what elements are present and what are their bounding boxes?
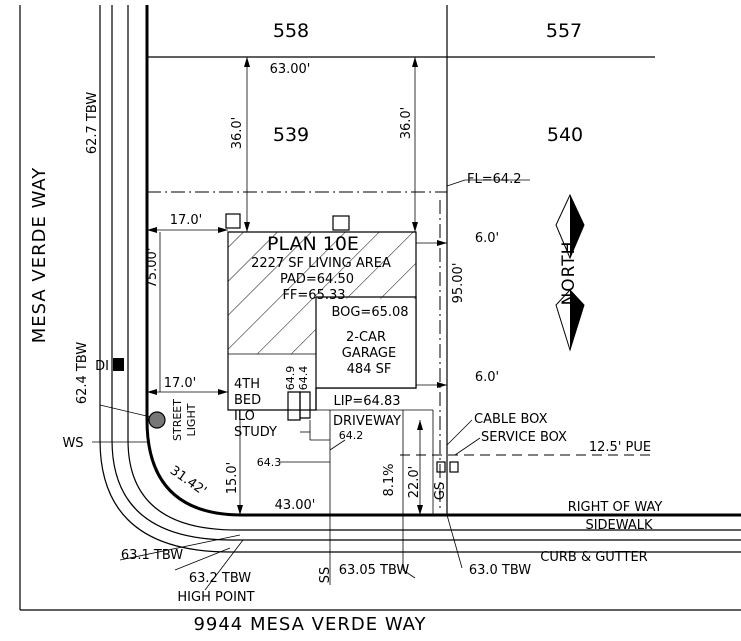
sidewalk-label: SIDEWALK: [585, 518, 653, 533]
drain-inlet-icon: [113, 358, 124, 371]
service-box-label: SERVICE BOX: [481, 430, 567, 445]
lot-number-539: 539: [273, 124, 309, 146]
service-box-icon: [449, 461, 459, 473]
curb-gutter-label: CURB & GUTTER: [540, 550, 647, 565]
address-label: 9944 MESA VERDE WAY: [193, 614, 426, 635]
sewer-label: SS: [318, 567, 333, 584]
tbw-bottom-1-label: 63.1 TBW: [121, 548, 183, 563]
side-setback-top-label: 17.0': [170, 213, 203, 228]
street-light-icon: [148, 411, 166, 429]
dimension-lines: [147, 57, 447, 515]
rear-width-label: 63.00': [270, 62, 311, 77]
step-elev-2-label: 64.4: [297, 366, 310, 391]
rear-setback-left-label: 36.0': [230, 117, 245, 150]
plan-name: PLAN 10E: [267, 233, 359, 255]
street-lines: [19, 5, 741, 611]
living-area-label: 2227 SF LIVING AREA: [251, 256, 391, 271]
garage-label-1: 2-CAR: [346, 330, 386, 345]
di-label: DI: [95, 359, 109, 374]
lot-number-558: 558: [273, 20, 309, 42]
front-width-label: 43.00': [275, 498, 316, 513]
pue-label: 12.5' PUE: [589, 440, 651, 455]
bed-label-3: ILO: [234, 409, 255, 424]
house-footprint: [225, 213, 417, 421]
lot-boundary: [145, 5, 741, 517]
tbw-bottom-2-label: 63.2 TBW: [189, 571, 251, 586]
ws-label: WS: [62, 436, 83, 451]
street-light-label-2: LIGHT: [185, 403, 198, 436]
north-label: NORTH: [559, 241, 579, 306]
tbw-left-label: 62.4 TBW: [75, 342, 90, 404]
front-setback-label: 15.0': [225, 462, 240, 495]
garage-label-2: GARAGE: [342, 346, 396, 361]
bog-label: BOG=65.08: [331, 305, 408, 320]
step-elev-1-label: 64.9: [284, 366, 297, 391]
leader-lines: [92, 179, 530, 591]
side-setback-bottom-label: 17.0': [164, 376, 197, 391]
lip-label: LIP=64.83: [333, 394, 400, 409]
bed-label-1: 4TH: [234, 377, 260, 392]
fl-label: FL=64.2: [467, 172, 522, 187]
cable-box-label: CABLE BOX: [474, 412, 548, 427]
side-street-label: MESA VERDE WAY: [29, 167, 50, 344]
street-light-label-1: STREET: [171, 399, 184, 441]
driveway: [300, 409, 434, 515]
lot-number-557: 557: [546, 20, 582, 42]
slope-label: 8.1%: [382, 463, 397, 496]
tbw-bottom-3-label: 63.05 TBW: [339, 563, 410, 578]
tbw-bottom-4-label: 63.0 TBW: [469, 563, 531, 578]
ff-label: FF=65.33: [282, 288, 345, 303]
drive-elev-2-label: 64.3: [257, 456, 282, 469]
pad-label: PAD=64.50: [280, 272, 354, 287]
north-arrow-icon: [555, 193, 585, 352]
bed-label-2: BED: [234, 393, 261, 408]
lot-number-540: 540: [547, 124, 583, 146]
drive-elev-1-label: 64.2: [339, 429, 364, 442]
driveway-to-row-label: 22.0': [407, 466, 422, 499]
high-point-label: HIGH POINT: [177, 590, 254, 605]
right-setback-top-label: 6.0': [475, 231, 499, 246]
lot-depth-right-label: 95.00': [451, 263, 466, 304]
gas-label: GS: [433, 482, 448, 500]
rear-setback-right-label: 36.0': [399, 107, 414, 140]
garage-label-3: 484 SF: [347, 362, 392, 377]
tbw-top-label: 62.7 TBW: [85, 92, 100, 154]
right-of-way-label: RIGHT OF WAY: [568, 500, 663, 515]
driveway-label: DRIVEWAY: [333, 414, 401, 429]
bed-label-4: STUDY: [234, 425, 277, 440]
right-setback-bottom-label: 6.0': [475, 370, 499, 385]
lot-depth-left-label: 75.00': [145, 248, 160, 289]
cable-box-icon: [436, 461, 446, 473]
